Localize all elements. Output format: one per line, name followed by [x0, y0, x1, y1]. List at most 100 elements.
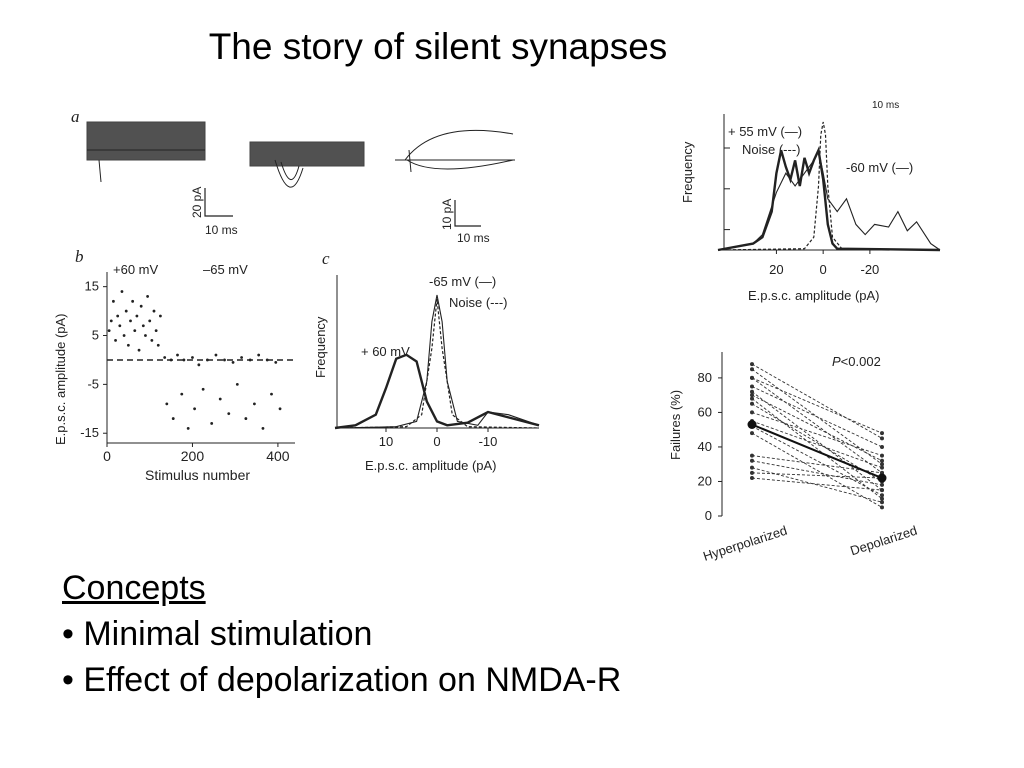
right-bottom-point — [750, 401, 754, 406]
right-top-legend-3: -60 mV (—) — [846, 160, 913, 175]
right-bottom-point — [880, 465, 884, 470]
panel-b-point — [191, 356, 194, 359]
panel-c-letter: c — [322, 249, 330, 268]
panel-b-point — [148, 319, 152, 323]
panel-c-ylabel: Frequency — [313, 316, 328, 378]
concept-item-1: • Minimal stimulation — [62, 615, 373, 653]
panel-b-point — [182, 358, 186, 362]
panel-c-curve-label: + 60 mV — [361, 344, 410, 359]
right-bottom-category-label: Hyperpolarized — [701, 523, 789, 564]
panel-b-point — [186, 426, 190, 430]
panel-b-point — [146, 295, 149, 298]
panel-b-point — [159, 314, 162, 318]
right-bottom-point — [750, 367, 754, 372]
panel-b-x-tick-label: 0 — [103, 448, 111, 464]
panel-b-point — [139, 304, 143, 308]
panel-b-point — [231, 360, 235, 364]
right-bottom-point — [880, 505, 884, 510]
panel-c-xlabel: E.p.s.c. amplitude (pA) — [365, 458, 497, 473]
right-bottom-ylabel: Failures (%) — [668, 390, 683, 460]
right-bottom-pair-line — [751, 377, 883, 434]
right-bottom-pair-line — [751, 363, 883, 439]
panel-b-point — [135, 314, 139, 318]
panel-b-point — [144, 334, 147, 337]
panel-c-series-line — [334, 294, 540, 429]
right-bottom-point — [880, 431, 884, 436]
panel-b-xlabel: Stimulus number — [145, 467, 250, 483]
panel-b-point — [133, 329, 137, 333]
panel-b-point — [116, 314, 120, 318]
panel-c-series-line — [334, 353, 540, 430]
panel-a-trace-1 — [86, 121, 206, 183]
panel-c-legend-2: Noise (---) — [449, 295, 508, 310]
right-top-x-tick-label: 20 — [769, 262, 783, 277]
panel-b-point — [156, 343, 160, 347]
right-bottom-point — [750, 465, 754, 470]
right-bottom-pair-line — [751, 391, 883, 491]
panel-a-trace-2 — [249, 141, 365, 188]
right-top-legend-1: + 55 mV (—) — [728, 124, 802, 139]
right-bottom-pair-line — [751, 460, 883, 486]
panel-b-x-tick-label: 200 — [181, 448, 205, 464]
concepts-section: Concepts • Minimal stimulation • Effect … — [62, 565, 621, 703]
right-bottom-category-label: Depolarized — [848, 523, 919, 559]
panel-b-point — [214, 353, 218, 357]
panel-a-scalebar-1-x: 10 ms — [205, 223, 238, 237]
panel-b-point — [107, 329, 111, 333]
panel-c-legend-1: -65 mV (—) — [429, 274, 496, 289]
right-bottom-point — [880, 493, 884, 498]
panel-b-ylabel: E.p.s.c. amplitude (pA) — [53, 314, 68, 446]
panel-b-point — [169, 358, 173, 362]
panel-b-point — [112, 299, 115, 303]
panel-b-point — [176, 353, 179, 357]
panel-c-x-tick-label: 10 — [379, 434, 393, 449]
right-bottom-pair-line — [751, 472, 883, 479]
right-bottom-point — [750, 470, 754, 475]
panel-a-scalebar-2 — [454, 200, 481, 227]
right-bottom-pair-line — [751, 477, 883, 491]
panel-b-point — [165, 402, 169, 406]
panel-b-point — [137, 348, 141, 352]
panel-b-point — [197, 363, 201, 367]
panel-b-point — [109, 319, 113, 323]
panel-b-point — [261, 426, 265, 430]
panel-b-point — [118, 324, 122, 328]
panel-b-point — [244, 417, 248, 420]
panel-c-x-tick-label: 0 — [433, 434, 440, 449]
right-bottom-mean-point — [747, 420, 757, 430]
right-top-xlabel: E.p.s.c. amplitude (pA) — [748, 288, 880, 303]
panel-b-x-tick-label: 400 — [266, 448, 290, 464]
panel-b-point — [210, 422, 214, 425]
right-top-series-line — [717, 148, 941, 251]
right-bottom-pair-line — [751, 377, 883, 474]
right-bottom-point — [880, 458, 884, 463]
panel-b-point — [257, 353, 261, 357]
right-bottom-pair-line — [751, 420, 883, 469]
right-top-x-tick-label: 0 — [820, 262, 827, 277]
panel-b-point — [154, 329, 158, 333]
right-bottom-point — [880, 453, 884, 458]
right-bottom-y-tick-label: 60 — [698, 404, 712, 419]
panel-b-point — [223, 358, 226, 362]
panel-b-point — [152, 309, 156, 313]
right-bottom-point — [880, 500, 884, 505]
panel-c-series-line — [334, 298, 540, 429]
right-top-series-line — [717, 146, 941, 252]
right-bottom-pair-line — [751, 411, 883, 457]
right-top-partial-label: 10 ms — [872, 100, 899, 111]
panel-b-point — [253, 402, 256, 406]
panel-b-y-tick-label: 15 — [85, 279, 99, 294]
right-bottom-point — [750, 362, 754, 367]
right-bottom-point — [750, 431, 754, 436]
panel-b-point — [124, 309, 128, 313]
right-bottom-point — [750, 476, 754, 481]
panel-b-point — [206, 358, 209, 362]
figure-left: a 20 pA 10 ms 10 pA 10 ms b +60 mV –65 m… — [53, 107, 540, 483]
right-bottom-point — [880, 482, 884, 487]
figure-right-top: 10 ms Frequency E.p.s.c. amplitude (pA) … — [680, 100, 941, 303]
panel-b-letter: b — [75, 247, 84, 266]
panel-b-point — [265, 358, 269, 362]
